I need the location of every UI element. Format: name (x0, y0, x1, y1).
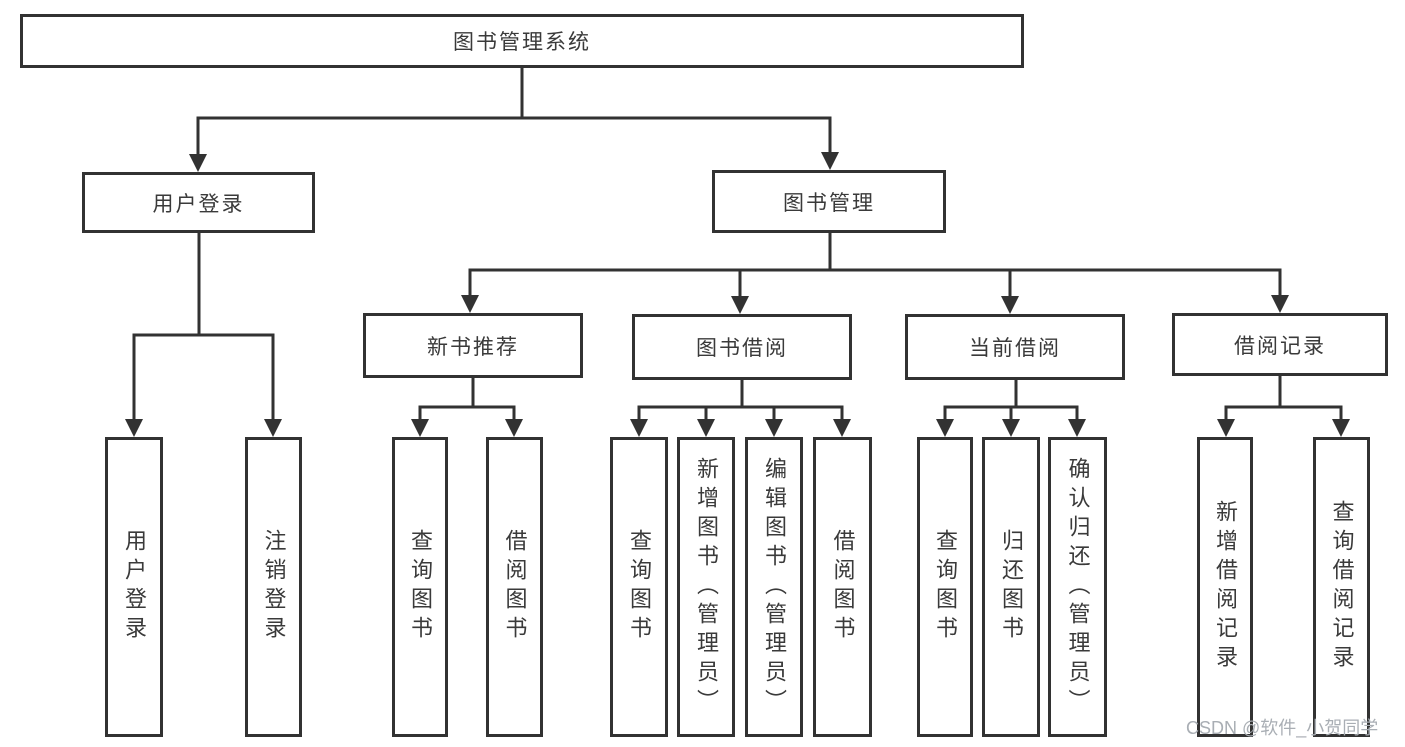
leaf-current-confirm-return-admin: 确认归还（管理员） (1048, 437, 1107, 737)
arrowhead (1217, 419, 1235, 437)
node-current-borrow: 当前借阅 (905, 314, 1125, 380)
arrowhead (1271, 295, 1289, 313)
leaf-borrow-borrow-books: 借阅图书 (813, 437, 872, 737)
arrowhead (731, 296, 749, 314)
node-borrow-records: 借阅记录 (1172, 313, 1388, 376)
arrowhead (1001, 296, 1019, 314)
arrowhead (630, 419, 648, 437)
leaf-borrow-add-books-admin: 新增图书（管理员） (677, 437, 735, 737)
csdn-watermark: CSDN @软件_小贺同学 (1186, 718, 1379, 738)
leaf-borrow-query-books: 查询图书 (610, 437, 668, 737)
arrowhead (697, 419, 715, 437)
arrowhead (189, 154, 207, 172)
arrowhead (1002, 419, 1020, 437)
arrowhead (505, 419, 523, 437)
leaf-borrow-edit-books-admin: 编辑图书（管理员） (745, 437, 803, 737)
branch-lines (132, 68, 1343, 423)
leaf-user-login: 用户登录 (105, 437, 163, 737)
node-root-library-system: 图书管理系统 (20, 14, 1024, 68)
arrowhead (125, 419, 143, 437)
node-book-management: 图书管理 (712, 170, 946, 233)
leaf-newbooks-query-books: 查询图书 (392, 437, 448, 737)
arrowheads (125, 152, 1350, 437)
arrowhead (264, 419, 282, 437)
arrowhead (821, 152, 839, 170)
leaf-logout: 注销登录 (245, 437, 302, 737)
leaf-current-query-books: 查询图书 (917, 437, 973, 737)
leaf-records-add-record: 新增借阅记录 (1197, 437, 1253, 737)
arrowhead (411, 419, 429, 437)
leaf-newbooks-borrow-books: 借阅图书 (486, 437, 543, 737)
node-new-book-recommend: 新书推荐 (363, 313, 583, 378)
arrowhead (765, 419, 783, 437)
arrowhead (936, 419, 954, 437)
node-book-borrow: 图书借阅 (632, 314, 852, 380)
arrowhead (833, 419, 851, 437)
node-user-login: 用户登录 (82, 172, 315, 233)
arrowhead (461, 295, 479, 313)
arrowhead (1068, 419, 1086, 437)
leaf-current-return-books: 归还图书 (982, 437, 1040, 737)
leaf-records-query-record: 查询借阅记录 (1313, 437, 1370, 737)
arrowhead (1332, 419, 1350, 437)
